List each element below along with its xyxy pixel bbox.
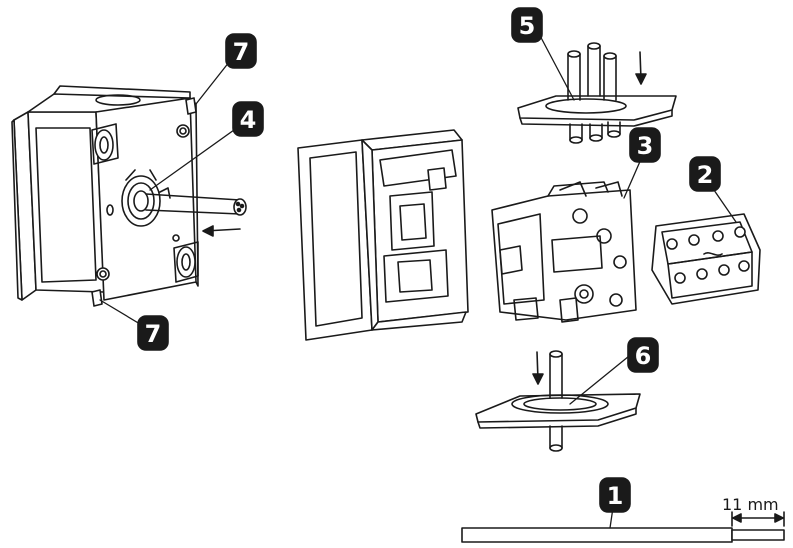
callout-1: 1 [599,477,631,513]
dimension-label: 11 mm [722,495,779,514]
arrow-down-icon [532,351,544,385]
svg-text:3: 3 [637,132,654,160]
callout-6: 6 [627,337,659,373]
callout-7-bottom: 7 [137,315,169,351]
switch-mechanism [491,181,637,323]
top-plate [517,42,677,144]
svg-text:7: 7 [145,320,162,348]
svg-text:5: 5 [519,12,536,40]
svg-text:6: 6 [635,342,652,370]
cover-frame [297,129,469,341]
svg-text:2: 2 [697,161,714,189]
housing-box [11,85,199,307]
arrow-left-icon [202,225,241,237]
callout-7-top: 7 [225,33,257,69]
arrow-down-icon [635,51,647,85]
svg-text:1: 1 [607,482,624,510]
callout-2: 2 [689,156,721,192]
bottom-plate [475,350,641,452]
terminal-block [651,213,761,305]
dimension-arrow-icon [731,511,785,527]
svg-text:7: 7 [233,38,250,66]
svg-text:4: 4 [240,106,257,134]
leader-lines [99,29,737,529]
callout-4: 4 [232,101,264,137]
callout-5: 5 [511,7,543,43]
stripped-wire [461,527,785,543]
cable [145,193,247,216]
callout-3: 3 [629,127,661,163]
